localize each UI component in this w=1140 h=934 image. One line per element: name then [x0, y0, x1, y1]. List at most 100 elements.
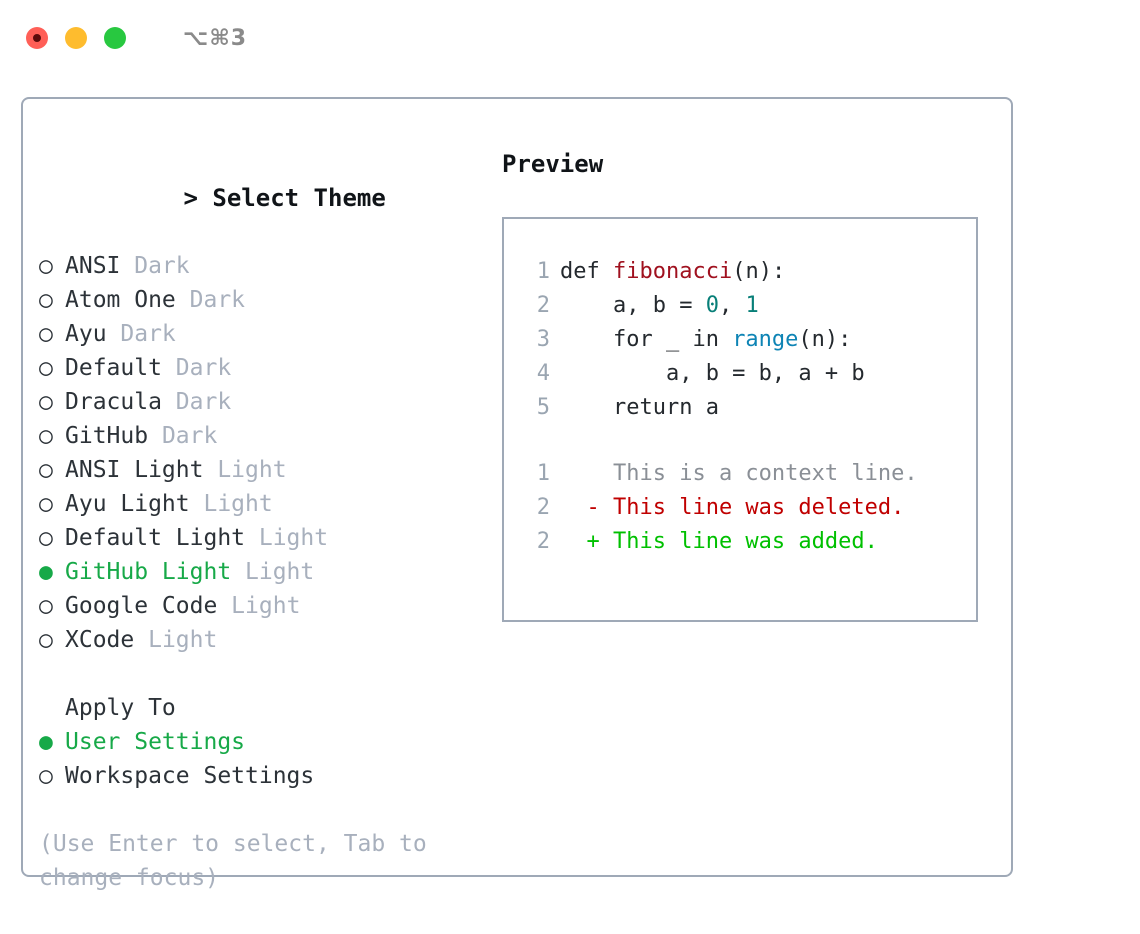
- diff-line-content: - This line was deleted.: [560, 495, 905, 520]
- theme-name: ANSI: [65, 253, 121, 279]
- maximize-button[interactable]: [104, 27, 126, 49]
- theme-picker-panel: > Select Theme ○ANSI Dark○Atom One Dark○…: [21, 97, 1013, 891]
- theme-variant-badge: Dark: [148, 423, 218, 449]
- code-line: 4 a, b = b, a + b: [522, 357, 976, 391]
- code-line: 5 return a: [522, 391, 976, 425]
- keyboard-hint-text: (Use Enter to select, Tab to change focu…: [39, 831, 427, 891]
- code-line: 1 def fibonacci(n):: [522, 255, 976, 289]
- code-diff-spacer: [522, 425, 976, 457]
- code-token: a, b = b, a + b: [560, 361, 865, 386]
- theme-variant-badge: Dark: [106, 321, 176, 347]
- focus-prefix: >: [183, 184, 213, 212]
- radio-selected-icon: ●: [39, 559, 53, 585]
- close-button[interactable]: [26, 27, 48, 49]
- theme-variant-badge: Dark: [161, 389, 232, 415]
- code-token: a, b =: [560, 293, 706, 318]
- code-token: 0: [705, 293, 719, 318]
- theme-name: GitHub: [65, 423, 149, 449]
- line-number: 2: [536, 495, 550, 520]
- line-number: 1: [536, 259, 550, 284]
- theme-name: GitHub Light: [65, 559, 232, 585]
- theme-option-default[interactable]: ○Default Dark: [39, 351, 469, 385]
- theme-option-dracula[interactable]: ○ Dracula Dark: [39, 385, 469, 419]
- apply-to-option-workspace-settings[interactable]: ○ Workspace Settings: [39, 759, 469, 793]
- theme-name: Dracula: [65, 389, 162, 415]
- theme-variant-badge: Dark: [120, 253, 190, 279]
- theme-name: ANSI Light: [65, 457, 204, 483]
- theme-variant-badge: Light: [231, 559, 315, 585]
- radio-unselected-icon: ○: [39, 355, 53, 381]
- theme-option-google-code[interactable]: ○ Google Code Light: [39, 589, 469, 623]
- line-number: 2: [536, 293, 550, 318]
- minimize-button[interactable]: [65, 27, 87, 49]
- theme-option-ansi-light[interactable]: ○ ANSI Light Light: [39, 453, 469, 487]
- code-token: range: [732, 327, 799, 352]
- theme-variant-badge: Dark: [175, 287, 246, 313]
- apply-to-option-label: Workspace Settings: [65, 763, 315, 789]
- radio-unselected-icon: ○: [39, 389, 53, 415]
- apply-to-section: Apply To ●User Settings○Workspace Settin…: [39, 691, 469, 793]
- code-line: 2 a, b = 0, 1: [522, 289, 976, 323]
- diff-line-content: This is a context line.: [560, 461, 918, 486]
- theme-option-ayu-light[interactable]: ○ Ayu Light Light: [39, 487, 469, 521]
- radio-unselected-icon: ○: [39, 491, 53, 517]
- code-token: 1: [745, 293, 759, 318]
- code-line: 3 for _ in range(n):: [522, 323, 976, 357]
- code-token: (n):: [732, 259, 786, 284]
- diff-line-del: 2 - This line was deleted.: [522, 491, 976, 525]
- preview-title: Preview: [502, 150, 604, 178]
- theme-options-list: ○ ANSI Dark ○ Atom One Dark ○ Ayu Dark ○ Defaul…: [39, 249, 469, 657]
- theme-option-github[interactable]: ○GitHub Dark: [39, 419, 469, 453]
- keyboard-shortcut-label: ⌥⌘3: [183, 25, 248, 51]
- select-theme-title: Select Theme: [212, 184, 386, 212]
- theme-option-atom-one[interactable]: ○ Atom One Dark: [39, 283, 469, 317]
- radio-unselected-icon: ○: [39, 593, 53, 619]
- radio-unselected-icon: ○: [39, 253, 53, 279]
- diff-sample: 1 This is a context line. 2 - This line w…: [522, 457, 976, 559]
- diff-line-add: 2 + This line was added.: [522, 525, 976, 559]
- theme-name: Atom One: [65, 287, 176, 313]
- theme-name: Default Light: [65, 525, 246, 551]
- code-token: fibonacci: [612, 259, 733, 284]
- theme-option-default-light[interactable]: ○ Default Light Light: [39, 521, 469, 555]
- code-token: def: [560, 259, 613, 284]
- theme-variant-badge: Light: [189, 491, 273, 517]
- apply-to-option-label: User Settings: [65, 729, 246, 755]
- line-number: 2: [536, 529, 550, 554]
- line-number: 4: [536, 361, 550, 386]
- theme-option-ayu[interactable]: ○ Ayu Dark: [39, 317, 469, 351]
- radio-unselected-icon: ○: [39, 287, 53, 313]
- radio-unselected-icon: ○: [39, 627, 53, 653]
- diff-line-content: + This line was added.: [560, 529, 878, 554]
- theme-name: XCode: [65, 627, 135, 653]
- radio-unselected-icon: ○: [39, 525, 53, 551]
- apply-to-option-user-settings[interactable]: ●User Settings: [39, 725, 469, 759]
- theme-name: Ayu: [65, 321, 107, 347]
- radio-unselected-icon: ○: [39, 321, 53, 347]
- code-token: (n):: [798, 327, 852, 352]
- theme-variant-badge: Light: [245, 525, 329, 551]
- theme-list-column: > Select Theme ○ANSI Dark○Atom One Dark○…: [39, 147, 469, 895]
- theme-name: Default: [65, 355, 162, 381]
- code-token: ,: [718, 293, 746, 318]
- radio-unselected-icon: ○: [39, 763, 53, 789]
- theme-option-xcode[interactable]: ○ XCode Light: [39, 623, 469, 657]
- theme-option-github-light[interactable]: ● GitHub Light Light: [39, 555, 469, 589]
- theme-option-ansi[interactable]: ○ ANSI Dark: [39, 249, 469, 283]
- theme-name: Google Code: [65, 593, 218, 619]
- theme-name: Ayu Light: [65, 491, 190, 517]
- radio-unselected-icon: ○: [39, 457, 53, 483]
- line-number: 1: [536, 461, 550, 486]
- line-number: 3: [536, 327, 550, 352]
- title-bar: ⌥⌘3: [0, 0, 1140, 76]
- code-token: for _ in: [560, 327, 733, 352]
- theme-variant-badge: Light: [134, 627, 218, 653]
- theme-variant-badge: Light: [217, 593, 301, 619]
- theme-variant-badge: Light: [203, 457, 287, 483]
- apply-to-options-list: ●User Settings ○ Workspace Settings: [39, 725, 469, 793]
- select-theme-header: > Select Theme: [39, 147, 469, 249]
